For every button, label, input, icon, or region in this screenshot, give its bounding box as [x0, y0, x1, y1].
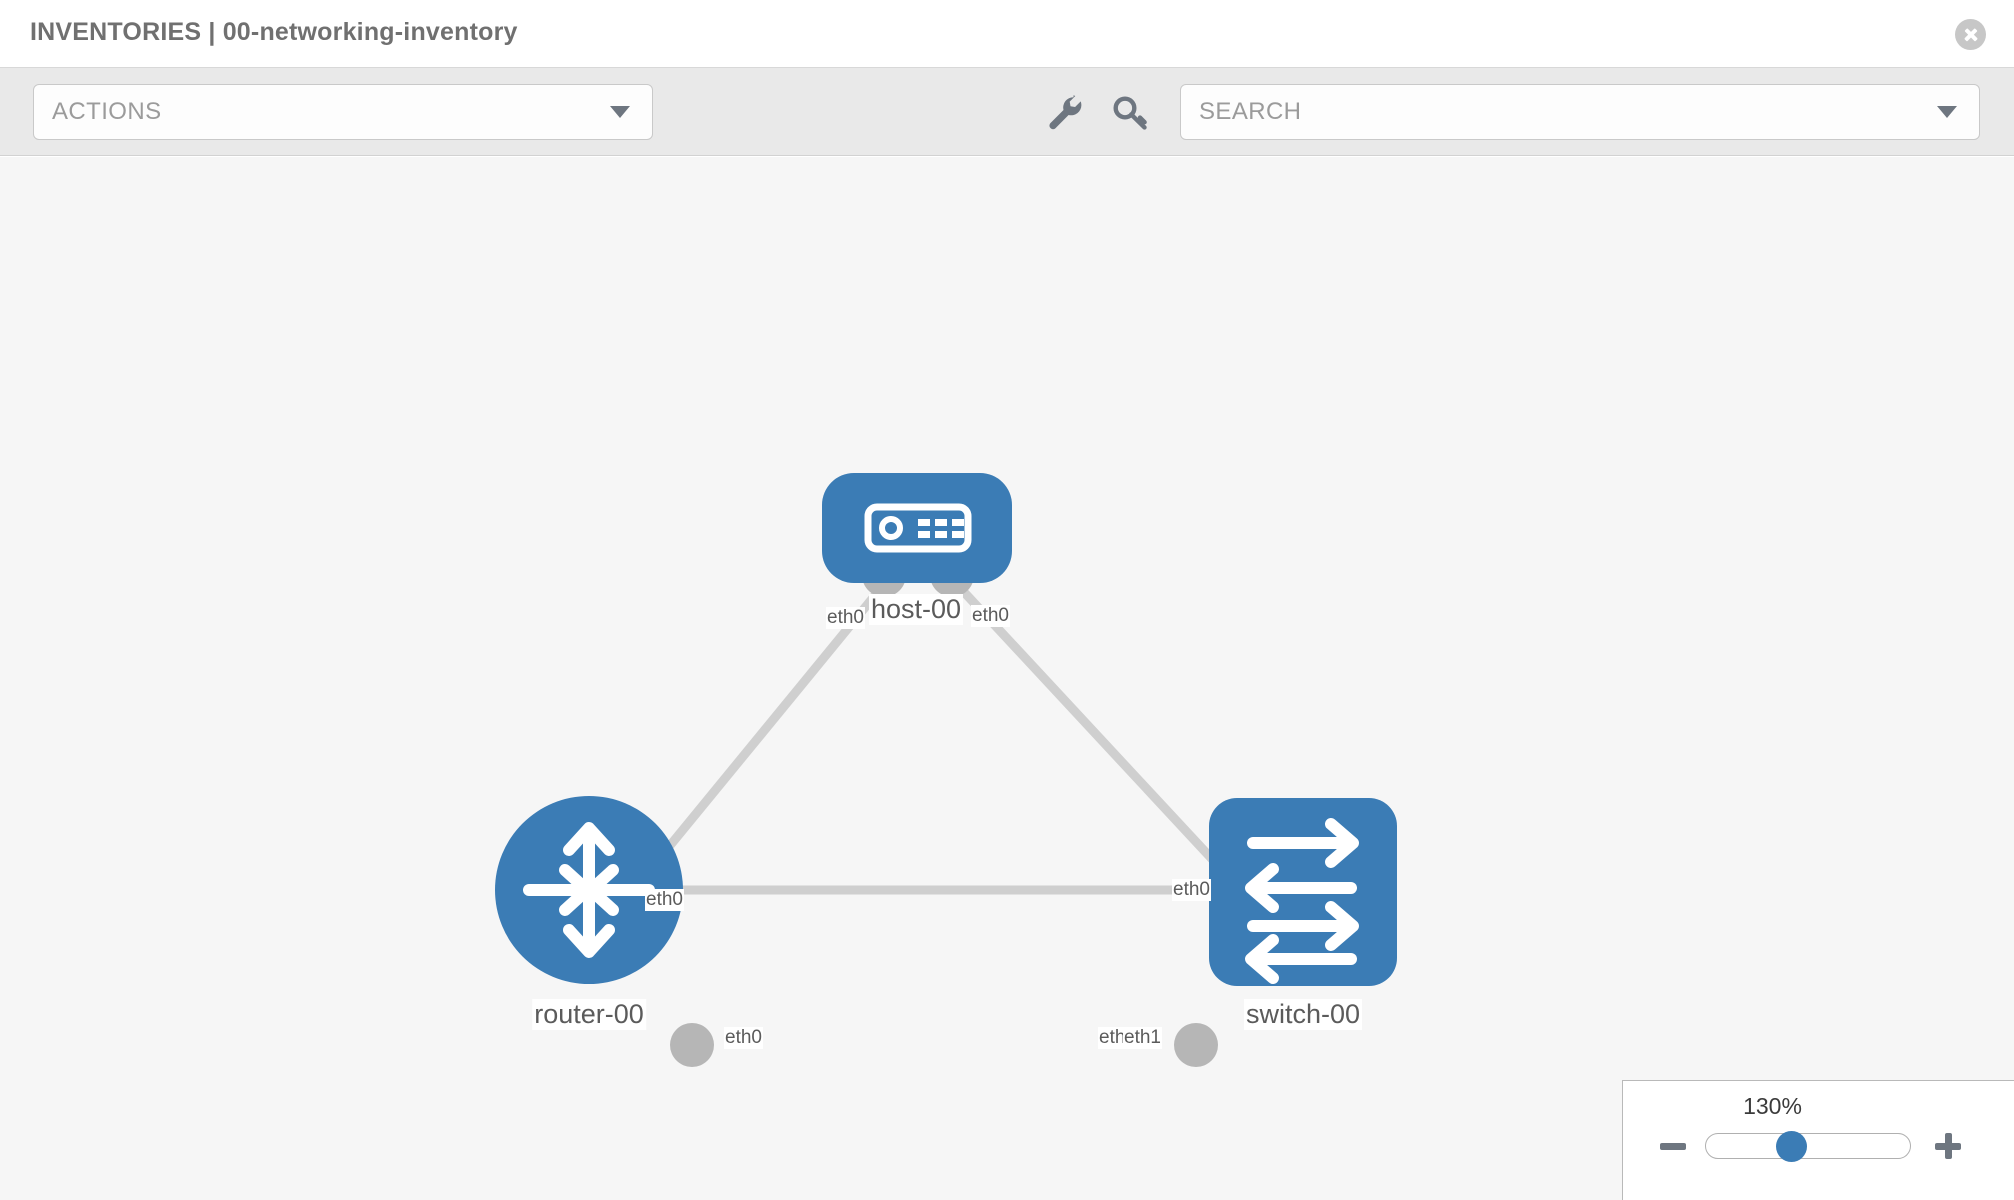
iface-label: eth0	[645, 889, 684, 911]
search-input[interactable]: SEARCH	[1180, 84, 1980, 140]
node-label-host-00: host-00	[868, 594, 964, 625]
topology-canvas[interactable]: host-00 router-00 switch-00 eth0 eth0 et…	[0, 157, 2014, 1200]
node-switch-00	[1209, 798, 1397, 986]
wrench-icon[interactable]	[1043, 92, 1085, 134]
actions-dropdown-label: ACTIONS	[52, 98, 162, 125]
close-icon[interactable]	[1955, 19, 1986, 50]
zoom-in-icon[interactable]	[1935, 1133, 1961, 1159]
switch-arrows-icon	[1245, 818, 1359, 984]
zoom-control-panel: 130%	[1622, 1080, 2014, 1200]
search-placeholder-label: SEARCH	[1199, 98, 1302, 125]
iface-label: eth	[1098, 1027, 1127, 1049]
chevron-down-icon	[610, 106, 630, 118]
iface-label: eth0	[1172, 879, 1211, 901]
iface-label: eth0	[724, 1027, 763, 1049]
iface-label: eth0	[971, 605, 1010, 627]
zoom-level-value: 130%	[1743, 1093, 1802, 1119]
app-header: INVENTORIES | 00-networking-inventory	[0, 0, 2014, 68]
actions-dropdown[interactable]: ACTIONS	[33, 84, 653, 140]
chevron-down-icon	[1937, 106, 1957, 118]
zoom-slider-track[interactable]	[1705, 1133, 1911, 1159]
endpoint-dot	[670, 1023, 714, 1067]
endpoint-dot	[1174, 1023, 1218, 1067]
server-icon	[864, 503, 972, 553]
page-title: INVENTORIES | 00-networking-inventory	[30, 18, 518, 46]
edge-host-switch	[946, 573, 1242, 891]
node-label-router-00: router-00	[532, 999, 646, 1030]
topology-graph	[495, 473, 1397, 1067]
zoom-slider-thumb[interactable]	[1776, 1131, 1807, 1162]
node-label-switch-00: switch-00	[1243, 999, 1363, 1030]
toolbar: ACTIONS SEARCH	[0, 68, 2014, 156]
router-arrows-icon	[523, 822, 655, 958]
key-icon[interactable]	[1110, 92, 1152, 134]
iface-label: eth1	[1123, 1027, 1162, 1049]
node-router-00	[495, 796, 683, 984]
iface-label: eth0	[826, 607, 865, 629]
zoom-out-icon[interactable]	[1660, 1143, 1686, 1150]
node-host-00	[822, 473, 1012, 583]
